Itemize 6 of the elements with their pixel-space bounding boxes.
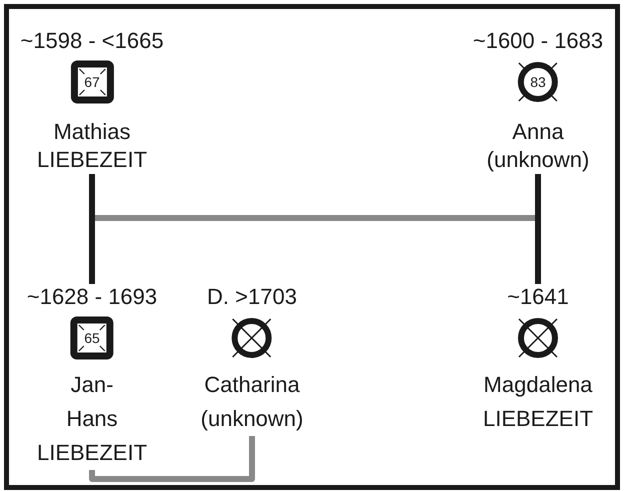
family-line	[89, 174, 95, 284]
age-number: 65	[84, 331, 100, 345]
family-line	[535, 174, 541, 284]
family-line	[89, 436, 255, 482]
age-number: 83	[530, 75, 546, 89]
age-number: 67	[84, 75, 100, 89]
